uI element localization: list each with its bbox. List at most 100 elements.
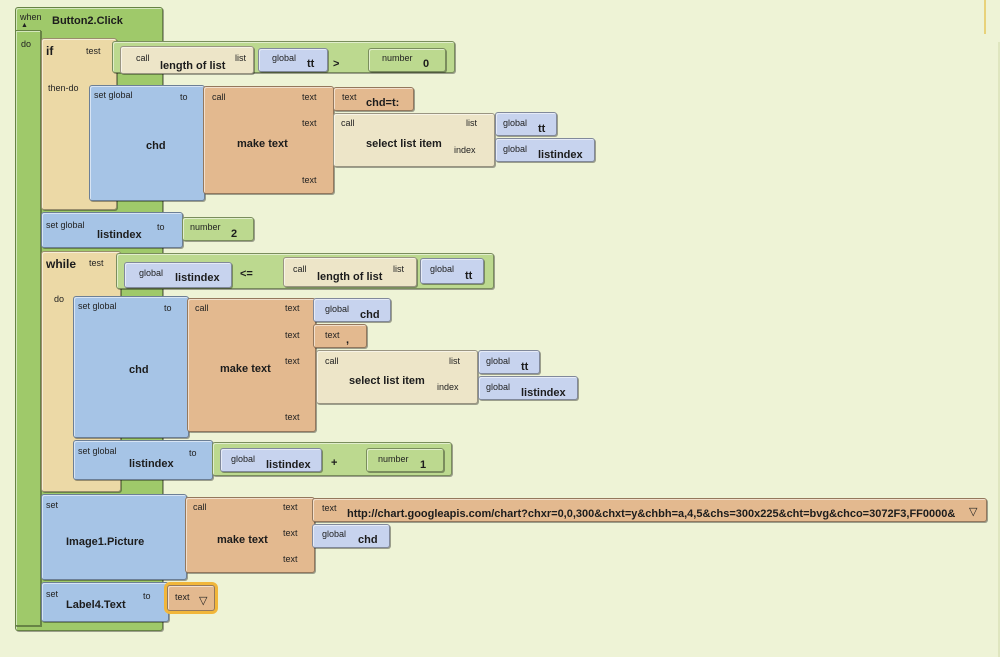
global-chd-getter[interactable]: [313, 298, 391, 322]
empty-text-literal[interactable]: [167, 585, 215, 611]
number-2-value: 2: [231, 228, 238, 240]
if-then-do-label: then-do: [48, 83, 79, 93]
number-label: number: [378, 454, 409, 464]
chart-url-value: http://chart.googleapis.com/chart?chxr=0…: [347, 508, 956, 520]
global-label: global: [486, 356, 511, 366]
select-call-label: call: [341, 118, 355, 128]
var-chd: chd: [358, 534, 378, 546]
global-listindex-getter-4[interactable]: [478, 376, 578, 400]
select-index-label: index: [454, 145, 476, 155]
set-global-listindex-inc-block[interactable]: [73, 440, 213, 480]
global-tt-getter-3[interactable]: [420, 258, 484, 284]
global-label: global: [272, 53, 297, 63]
set-global-chd-block-2[interactable]: [73, 296, 189, 438]
if-keyword: if: [46, 44, 54, 58]
plus-operator: +: [331, 457, 338, 469]
set-global-chd-block[interactable]: [89, 85, 205, 201]
var-tt: tt: [307, 58, 315, 70]
length-of-list-block-2[interactable]: [283, 257, 417, 287]
set-var-listindex: listindex: [97, 229, 142, 241]
global-label: global: [503, 144, 528, 154]
var-listindex: listindex: [266, 459, 311, 471]
text-chd-literal[interactable]: [333, 87, 414, 111]
workspace-corner-frame: [984, 0, 1000, 34]
select-list-label: list: [466, 118, 477, 128]
var-chd: chd: [360, 309, 380, 321]
make-text-socket-2: text: [302, 118, 317, 128]
global-label: global: [231, 454, 256, 464]
set-label-text-block[interactable]: [41, 582, 169, 622]
make-call-label: call: [195, 303, 209, 313]
make-text-block-2[interactable]: [187, 298, 316, 432]
event-when-label: when: [20, 12, 42, 22]
event-do-label: do: [21, 39, 32, 49]
length-of-list-block[interactable]: [120, 46, 254, 74]
make-text-label: make text: [237, 138, 288, 150]
make-call-label: call: [212, 92, 226, 102]
call-label: call: [136, 53, 150, 63]
while-keyword: while: [46, 257, 77, 271]
global-label: global: [322, 529, 347, 539]
length-of-list-label: length of list: [317, 271, 383, 283]
set-to-label: to: [180, 92, 188, 102]
make-text-socket-1: text: [283, 502, 298, 512]
number-1-block[interactable]: [366, 448, 444, 472]
select-index-label: index: [437, 382, 459, 392]
event-block-body: [15, 30, 41, 626]
global-chd-getter-2[interactable]: [312, 524, 390, 548]
set-global-listindex-block[interactable]: [41, 212, 183, 248]
text-comma-literal[interactable]: [313, 324, 367, 348]
var-tt: tt: [465, 270, 473, 282]
global-tt-getter-4[interactable]: [478, 350, 540, 374]
property-label4-text: Label4.Text: [66, 599, 126, 611]
list-socket-label: list: [393, 264, 404, 274]
set-global-label: set global: [78, 301, 117, 311]
select-list-item-label: select list item: [366, 138, 442, 150]
list-socket-label: list: [235, 53, 246, 63]
make-text-block[interactable]: [203, 86, 334, 194]
dropdown-icon[interactable]: ▽: [969, 506, 978, 518]
while-do-label: do: [54, 294, 65, 304]
while-test-label: test: [89, 258, 104, 268]
make-text-socket-4: text: [285, 412, 300, 422]
global-listindex-getter-5[interactable]: [220, 448, 322, 472]
number-0-block[interactable]: [368, 48, 446, 72]
global-listindex-getter-3[interactable]: [124, 262, 232, 288]
set-global-label: set global: [78, 446, 117, 456]
select-list-item-block[interactable]: [333, 113, 495, 167]
global-tt-getter[interactable]: [258, 48, 328, 72]
global-label: global: [503, 118, 528, 128]
number-2-block[interactable]: [182, 217, 254, 241]
set-label: set: [46, 500, 59, 510]
set-var-chd: chd: [129, 364, 149, 376]
make-text-label: make text: [217, 534, 268, 546]
global-label: global: [325, 304, 350, 314]
set-to-label: to: [143, 591, 151, 601]
global-tt-getter-2[interactable]: [495, 112, 557, 136]
set-image-picture-block[interactable]: [41, 494, 187, 580]
number-0-value: 0: [423, 58, 430, 70]
global-label: global: [139, 268, 164, 278]
set-to-label: to: [157, 222, 165, 232]
collapse-caret-icon[interactable]: ▲: [21, 22, 28, 29]
gt-operator: >: [333, 58, 340, 70]
select-list-item-block-2[interactable]: [316, 350, 478, 404]
select-call-label: call: [325, 356, 339, 366]
set-var-listindex: listindex: [129, 458, 174, 470]
if-test-label: test: [86, 46, 101, 56]
property-image1-picture: Image1.Picture: [66, 536, 145, 548]
var-tt: tt: [538, 123, 546, 135]
text-literal-label: text: [342, 92, 357, 102]
workspace-scroll-edge[interactable]: [998, 42, 1000, 657]
dropdown-icon[interactable]: ▽: [199, 595, 208, 607]
text-literal-value: chd=t:: [366, 97, 400, 109]
set-to-label: to: [164, 303, 172, 313]
text-url-literal[interactable]: [312, 498, 987, 522]
call-label: call: [293, 264, 307, 274]
set-global-label: set global: [46, 220, 85, 230]
global-listindex-getter[interactable]: [495, 138, 595, 162]
var-tt: tt: [521, 361, 529, 373]
global-label: global: [486, 382, 511, 392]
set-label: set: [46, 589, 59, 599]
